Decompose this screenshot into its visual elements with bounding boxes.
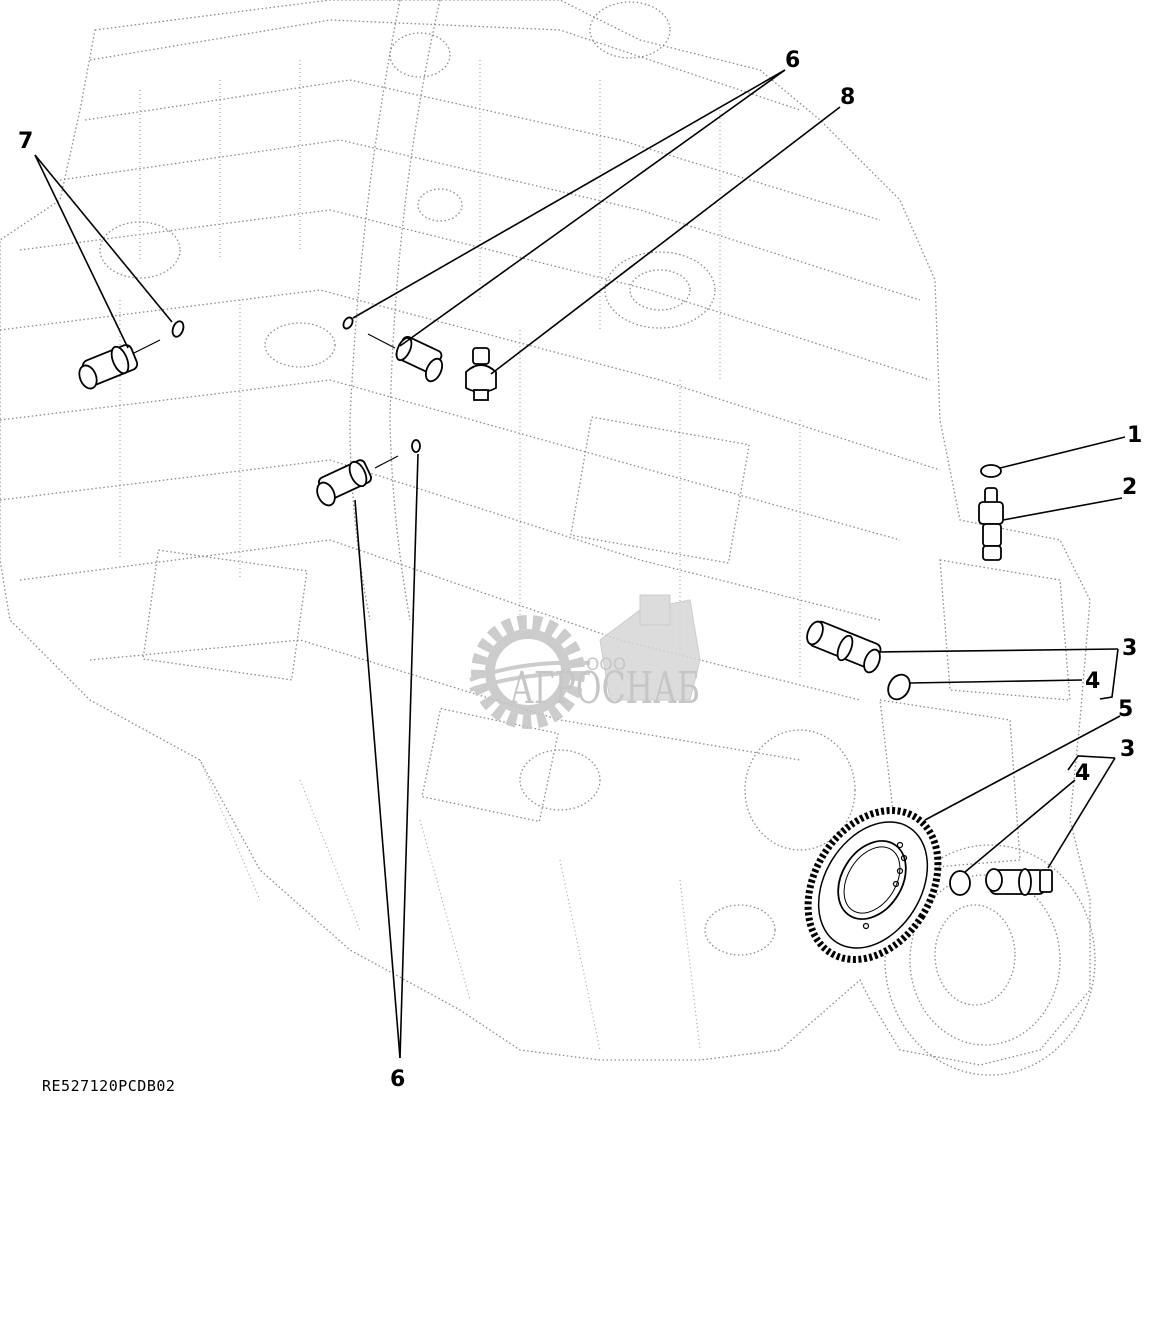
callout-3-lower: 3 <box>1120 737 1135 762</box>
part-7-o-ring <box>171 320 185 338</box>
part-2-sensor <box>978 487 1004 561</box>
combine-harvester-icon <box>599 594 701 701</box>
callout-2: 2 <box>1122 475 1137 500</box>
figure-reference-code: RE527120PCDB02 <box>42 1077 175 1095</box>
part-1-o-ring <box>980 464 1002 478</box>
callout-5: 5 <box>1118 697 1133 722</box>
part-6-o-ring-upper <box>342 316 354 330</box>
part-6-sensor-lower <box>316 455 399 507</box>
watermark-name: АГРОСНАБ <box>510 663 700 714</box>
part-8-pressure-sensor <box>465 347 497 401</box>
callout-6-upper: 6 <box>785 48 800 73</box>
watermark-logo: ООО АГРОСНАБ <box>469 594 701 729</box>
part-6-o-ring-lower <box>411 439 421 453</box>
engine-ghost-outline <box>0 0 1096 1076</box>
part-3-speed-sensor-lower <box>985 868 1053 896</box>
callout-3-upper: 3 <box>1122 636 1137 661</box>
callout-1: 1 <box>1127 423 1142 448</box>
callout-4-lower: 4 <box>1075 761 1090 786</box>
part-6-sensor-upper <box>367 333 444 383</box>
part-4-o-ring-lower <box>949 870 971 896</box>
part-5-timing-gear <box>804 807 942 963</box>
part-3-speed-sensor-upper <box>806 620 882 674</box>
part-7-sensor <box>78 339 161 390</box>
callout-7: 7 <box>18 129 33 154</box>
callout-labels: 7 6 8 1 2 3 4 5 3 4 6 <box>18 48 1142 1092</box>
callout-4-upper: 4 <box>1085 669 1100 694</box>
part-4-o-ring-upper <box>887 673 911 701</box>
callout-8: 8 <box>840 85 855 110</box>
callout-6-lower: 6 <box>390 1067 405 1092</box>
watermark-prefix: ООО <box>586 655 626 675</box>
leader-lines <box>34 69 1126 1059</box>
